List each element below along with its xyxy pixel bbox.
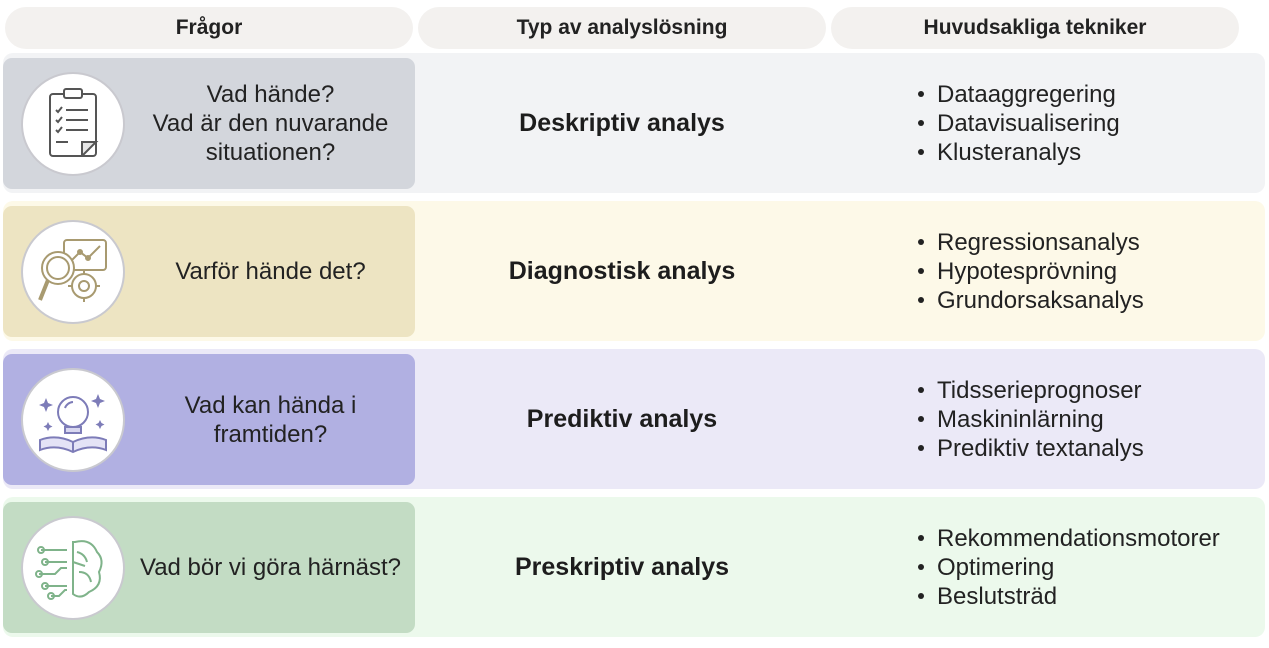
question-line: Vad kan hända i [184,391,357,419]
question-cell: Varför hände det? [3,206,415,337]
question-text: Vad kan hända i framtiden? [128,354,413,485]
list-item: Hypotesprövning [918,257,1258,286]
bullet-icon [918,416,924,422]
list-item: Rekommendationsmotorer [918,524,1258,553]
row-prescriptive: Vad bör vi göra härnäst? Preskriptiv ana… [0,497,1266,637]
technique-label: Klusteranalys [937,138,1082,166]
bullet-icon [918,149,924,155]
question-line: Vad bör vi göra härnäst? [139,554,402,581]
question-line: framtiden? [213,420,328,448]
technique-label: Optimering [937,553,1055,581]
bullet-icon [918,535,924,541]
list-item: Dataaggregering [918,80,1258,109]
technique-list: Dataaggregering Datavisualisering Kluste… [918,53,1258,193]
list-item: Klusteranalys [918,138,1258,167]
technique-label: Datavisualisering [937,109,1120,137]
list-item: Optimering [918,553,1258,582]
bullet-icon [918,297,924,303]
technique-list: Tidsserieprognoser Maskininlärning Predi… [918,349,1258,489]
analysis-type: Deskriptiv analys [519,108,725,137]
question-cell: Vad hände? Vad är den nuvarande situatio… [3,58,415,189]
magnifier-chart-gear-icon [21,220,125,324]
technique-label: Maskininlärning [937,405,1104,433]
list-item: Beslutsträd [918,582,1258,611]
bullet-icon [918,239,924,245]
bullet-icon [918,445,924,451]
analysis-type: Preskriptiv analys [514,552,729,581]
technique-list: Regressionsanalys Hypotesprövning Grundo… [918,201,1258,341]
question-line: situationen? [205,139,336,166]
question-text: Vad hände? Vad är den nuvarande situatio… [128,58,413,189]
technique-label: Tidsserieprognoser [937,376,1142,404]
clipboard-checklist-icon [21,72,125,176]
list-item: Maskininlärning [918,405,1258,434]
brain-circuit-icon [21,516,125,620]
list-item: Datavisualisering [918,109,1258,138]
analysis-type: Prediktiv analys [526,404,718,433]
row-descriptive: Vad hände? Vad är den nuvarande situatio… [0,53,1266,193]
list-item: Prediktiv textanalys [918,434,1258,463]
question-text: Vad bör vi göra härnäst? [128,502,413,633]
technique-label: Grundorsaksanalys [937,286,1144,314]
question-line: Vad är den nuvarande [152,110,389,137]
technique-label: Prediktiv textanalys [937,434,1144,462]
technique-label: Hypotesprövning [937,257,1118,285]
list-item: Regressionsanalys [918,228,1258,257]
header-techniques: Huvudsakliga tekniker [831,7,1239,49]
technique-list: Rekommendationsmotorer Optimering Beslut… [918,497,1258,637]
technique-label: Regressionsanalys [937,228,1140,256]
question-line: Varför hände det? [175,258,366,285]
question-cell: Vad bör vi göra härnäst? [3,502,415,633]
bullet-icon [918,564,924,570]
list-item: Grundorsaksanalys [918,286,1258,315]
bullet-icon [918,387,924,393]
bullet-icon [918,593,924,599]
bullet-icon [918,120,924,126]
question-text: Varför hände det? [128,206,413,337]
list-item: Tidsserieprognoser [918,376,1258,405]
technique-label: Rekommendationsmotorer [937,524,1220,552]
technique-label: Beslutsträd [937,582,1058,610]
technique-label: Dataaggregering [937,80,1116,108]
header-questions: Frågor [5,7,413,49]
analysis-type: Diagnostisk analys [508,256,736,285]
bullet-icon [918,268,924,274]
row-diagnostic: Varför hände det? Diagnostisk analys Reg… [0,201,1266,341]
bullet-icon [918,91,924,97]
header-analysis-type: Typ av analyslösning [418,7,826,49]
question-cell: Vad kan hända i framtiden? [3,354,415,485]
crystal-ball-book-icon [21,368,125,472]
question-line: Vad hände? [206,81,335,108]
row-predictive: Vad kan hända i framtiden? Prediktiv ana… [0,349,1266,489]
